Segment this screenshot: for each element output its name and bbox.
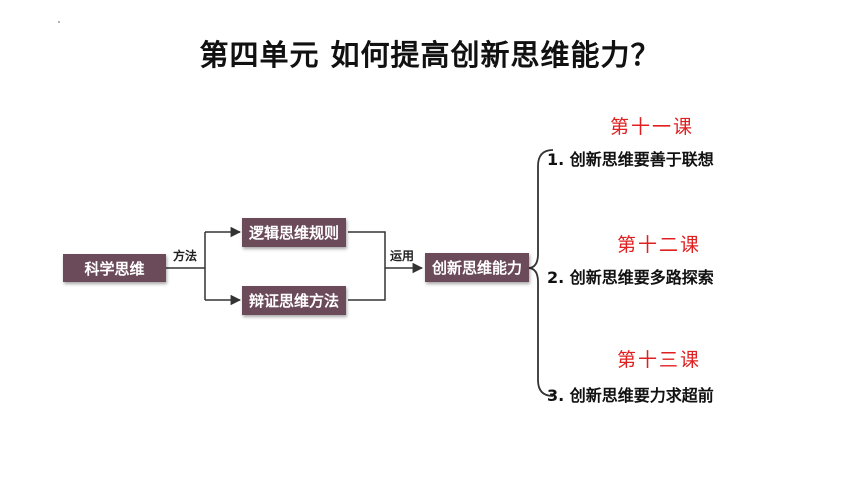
connector-methods-merge — [348, 231, 386, 301]
lesson-title-13: 第十三课 — [617, 349, 702, 371]
lesson-title-11: 第十一课 — [610, 116, 695, 138]
root-node-scientific-thinking: 科学思维 — [63, 254, 166, 282]
edge-label-method: 方法 — [173, 249, 198, 263]
method-node-logic-rules: 逻辑思维规则 — [242, 218, 346, 247]
target-node-creative-thinking-ability: 创新思维能力 — [425, 253, 529, 282]
lesson-title-12: 第十二课 — [617, 234, 702, 256]
edge-label-apply: 运用 — [390, 249, 415, 263]
connector-root-to-methods — [166, 232, 206, 300]
lesson-point-11: 1. 创新思维要善于联想 — [547, 150, 714, 169]
lesson-point-13: 3. 创新思维要力求超前 — [547, 386, 714, 405]
page-title: 第四单元 如何提高创新思维能力？ — [199, 38, 661, 72]
lesson-point-12: 2. 创新思维要多路探索 — [547, 268, 714, 287]
method-node-dialectic-methods: 辩证思维方法 — [242, 286, 346, 315]
decorative-dot — [58, 21, 60, 23]
